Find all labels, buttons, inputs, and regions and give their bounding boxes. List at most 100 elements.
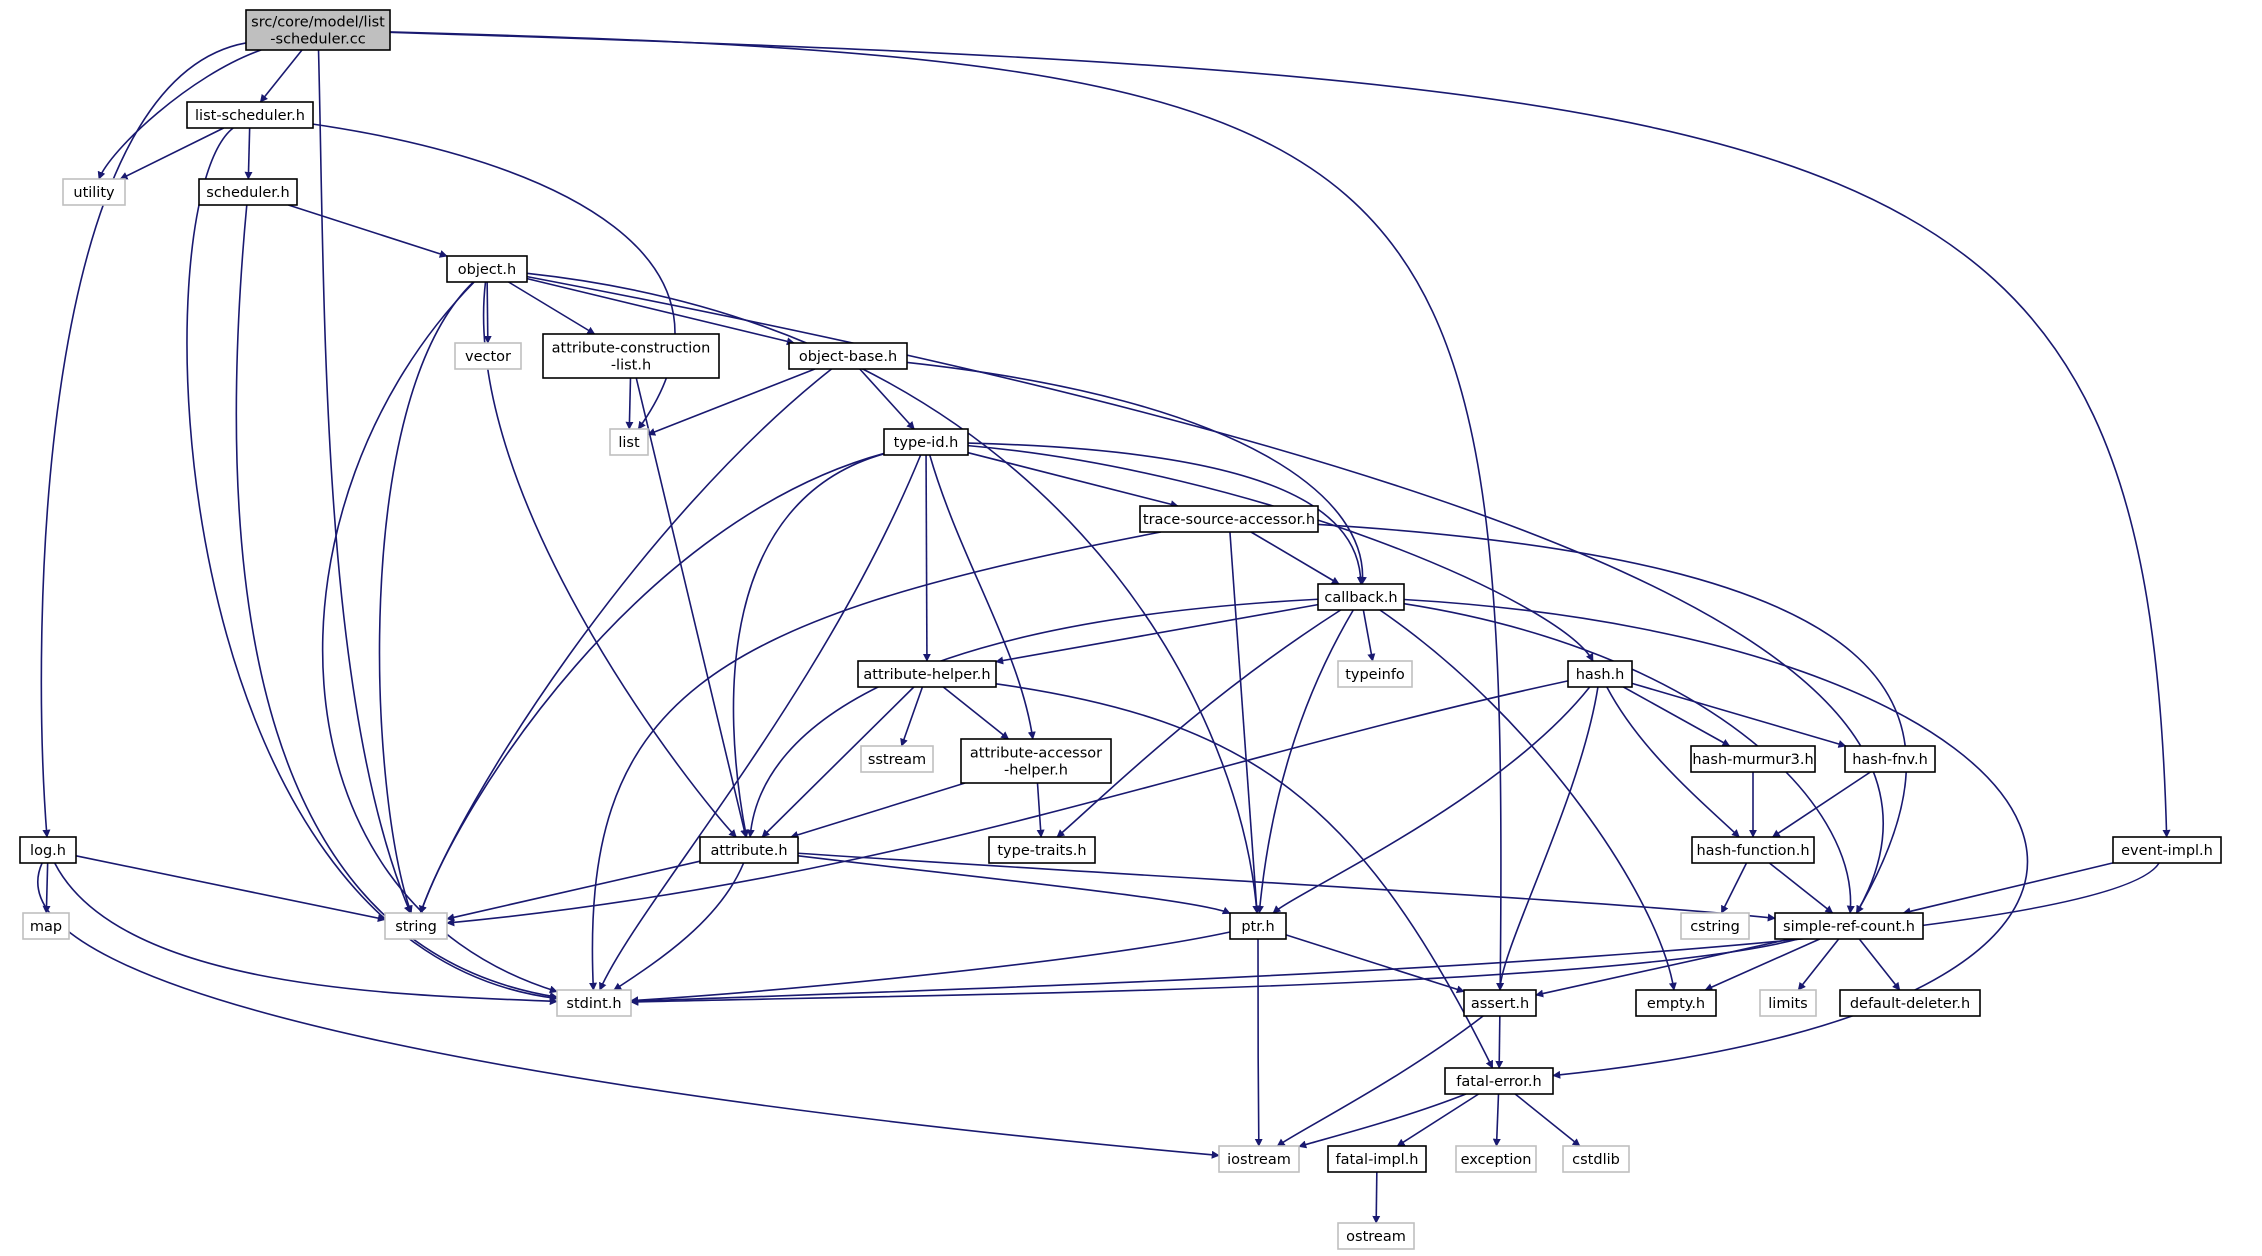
node-box — [1567, 660, 1633, 688]
edge-assert_h-to-iostream — [1276, 1015, 1484, 1147]
node-callback_h[interactable]: callback.h — [1317, 583, 1405, 611]
node-attribute_accessor_helper_h[interactable]: attribute-accessor-helper.h — [960, 738, 1112, 784]
edge-root-to-assert_h — [389, 31, 1505, 991]
node-box — [1139, 505, 1319, 533]
node-label: exception — [1461, 1152, 1532, 1168]
node-root[interactable]: src/core/model/list-scheduler.cc — [245, 9, 391, 51]
node-label: -helper.h — [1004, 763, 1068, 779]
node-label: iostream — [1227, 1152, 1291, 1168]
edge-object_h-to-string — [378, 281, 474, 914]
node-box — [62, 178, 126, 206]
node-hash_h[interactable]: hash.h — [1567, 660, 1633, 688]
node-label: scheduler.h — [206, 185, 289, 201]
node-sstream: sstream — [860, 745, 934, 773]
node-ptr_h[interactable]: ptr.h — [1229, 912, 1287, 940]
edge-trace_source_accessor_h-to-ptr_h — [1229, 531, 1261, 914]
node-box — [1759, 989, 1817, 1017]
edge-hash_h-to-string — [446, 680, 1569, 927]
node-event_impl_h[interactable]: event-impl.h — [2112, 836, 2222, 864]
node-label: object.h — [458, 262, 516, 278]
node-attribute_h[interactable]: attribute.h — [699, 836, 799, 864]
node-map: map — [22, 912, 70, 940]
node-box — [857, 660, 997, 688]
edge-list_scheduler_h-to-scheduler_h — [244, 127, 253, 180]
node-label: type-traits.h — [997, 843, 1086, 859]
edge-attribute_helper_h-to-fatal_error_h — [995, 683, 1494, 1069]
node-label: fatal-error.h — [1456, 1074, 1541, 1090]
edge-trace_source_accessor_h-to-simple_ref_count_h — [1317, 523, 1908, 914]
node-type_id_h[interactable]: type-id.h — [883, 428, 969, 456]
edge-log_h-to-stdint_h — [53, 862, 558, 1006]
node-box — [556, 989, 632, 1017]
node-hash_function_h[interactable]: hash-function.h — [1691, 836, 1815, 864]
node-box — [2112, 836, 2222, 864]
node-scheduler_h[interactable]: scheduler.h — [198, 178, 298, 206]
edge-root-to-string — [317, 49, 412, 914]
node-label: -list.h — [611, 358, 651, 374]
node-empty_h[interactable]: empty.h — [1635, 989, 1717, 1017]
node-default_deleter_h[interactable]: default-deleter.h — [1839, 989, 1981, 1017]
edge-type_id_h-to-hash_h — [967, 444, 1594, 662]
node-box — [186, 101, 314, 129]
node-log_h[interactable]: log.h — [19, 836, 77, 864]
edge-callback_h-to-simple_ref_count_h — [1403, 602, 1855, 914]
node-object_base_h[interactable]: object-base.h — [788, 342, 908, 370]
node-label: vector — [465, 349, 511, 365]
edge-simple_ref_count_h-to-assert_h — [1535, 938, 1791, 998]
edge-fatal_error_h-to-cstdlib — [1514, 1093, 1581, 1147]
node-type_traits_h[interactable]: type-traits.h — [988, 836, 1096, 864]
node-label: trace-source-accessor.h — [1143, 512, 1315, 528]
node-label: object-base.h — [799, 349, 897, 365]
node-attribute_helper_h[interactable]: attribute-helper.h — [857, 660, 997, 688]
node-limits: limits — [1759, 989, 1817, 1017]
node-box — [454, 342, 522, 370]
node-label: attribute-helper.h — [863, 667, 990, 683]
node-box — [1839, 989, 1981, 1017]
node-box — [988, 836, 1096, 864]
node-exception: exception — [1455, 1145, 1537, 1173]
node-trace_source_accessor_h[interactable]: trace-source-accessor.h — [1139, 505, 1319, 533]
node-label: utility — [73, 185, 115, 201]
edge-callback_h-to-empty_h — [1379, 609, 1677, 991]
node-box — [960, 738, 1112, 784]
node-object_h[interactable]: object.h — [446, 255, 528, 283]
edge-attribute_h-to-simple_ref_count_h — [797, 852, 1776, 922]
edge-object_h-to-stdint_h — [321, 281, 558, 994]
edge-type_id_h-to-trace_source_accessor_h — [967, 451, 1179, 509]
node-iostream: iostream — [1218, 1145, 1300, 1173]
node-label: attribute-accessor — [970, 746, 1102, 762]
node-fatal_error_h[interactable]: fatal-error.h — [1444, 1067, 1554, 1095]
edge-hash_h-to-assert_h — [1496, 686, 1599, 991]
node-label: ptr.h — [1241, 919, 1274, 935]
nodes-layer: src/core/model/list-scheduler.cc list-sch… — [19, 9, 2222, 1250]
node-hash_fnv_h[interactable]: hash-fnv.h — [1844, 745, 1936, 773]
node-assert_h[interactable]: assert.h — [1463, 989, 1537, 1017]
node-hash_murmur3_h[interactable]: hash-murmur3.h — [1690, 745, 1816, 773]
node-simple_ref_count_h[interactable]: simple-ref-count.h — [1774, 912, 1924, 940]
edge-ptr_h-to-stdint_h — [630, 931, 1231, 1005]
edge-hash_fnv_h-to-hash_function_h — [1771, 771, 1871, 838]
node-attr_construction_list_h[interactable]: attribute-construction-list.h — [542, 333, 720, 379]
node-cstdlib: cstdlib — [1562, 1145, 1630, 1173]
node-box — [1218, 1145, 1300, 1173]
node-label: attribute.h — [710, 843, 787, 859]
edge-object_h-to-object_base_h — [526, 277, 795, 346]
node-fatal_impl_h[interactable]: fatal-impl.h — [1327, 1145, 1427, 1173]
edge-root-to-log_h — [40, 42, 247, 838]
node-label: string — [395, 919, 437, 935]
edge-assert_h-to-fatal_error_h — [1495, 1015, 1504, 1069]
edge-callback_h-to-typeinfo — [1362, 609, 1376, 662]
node-label: limits — [1768, 996, 1807, 1012]
edge-attribute_h-to-stdint_h — [613, 862, 745, 991]
edge-ptr_h-to-assert_h — [1285, 934, 1465, 994]
edge-attribute_accessor_helper_h-to-type_traits_h — [1036, 782, 1045, 838]
edge-object_h-to-simple_ref_count_h — [526, 275, 1885, 914]
edge-object_base_h-to-callback_h — [906, 361, 1367, 585]
edge-hash_function_h-to-cstring — [1720, 862, 1748, 914]
edge-attr_construction_list_h-to-attribute_h — [635, 377, 749, 838]
node-box — [1680, 912, 1750, 940]
node-list_scheduler_h[interactable]: list-scheduler.h — [186, 101, 314, 129]
node-label: hash-murmur3.h — [1692, 752, 1813, 768]
edge-log_h-to-string — [75, 854, 386, 923]
edge-type_id_h-to-attribute_helper_h — [922, 454, 931, 662]
